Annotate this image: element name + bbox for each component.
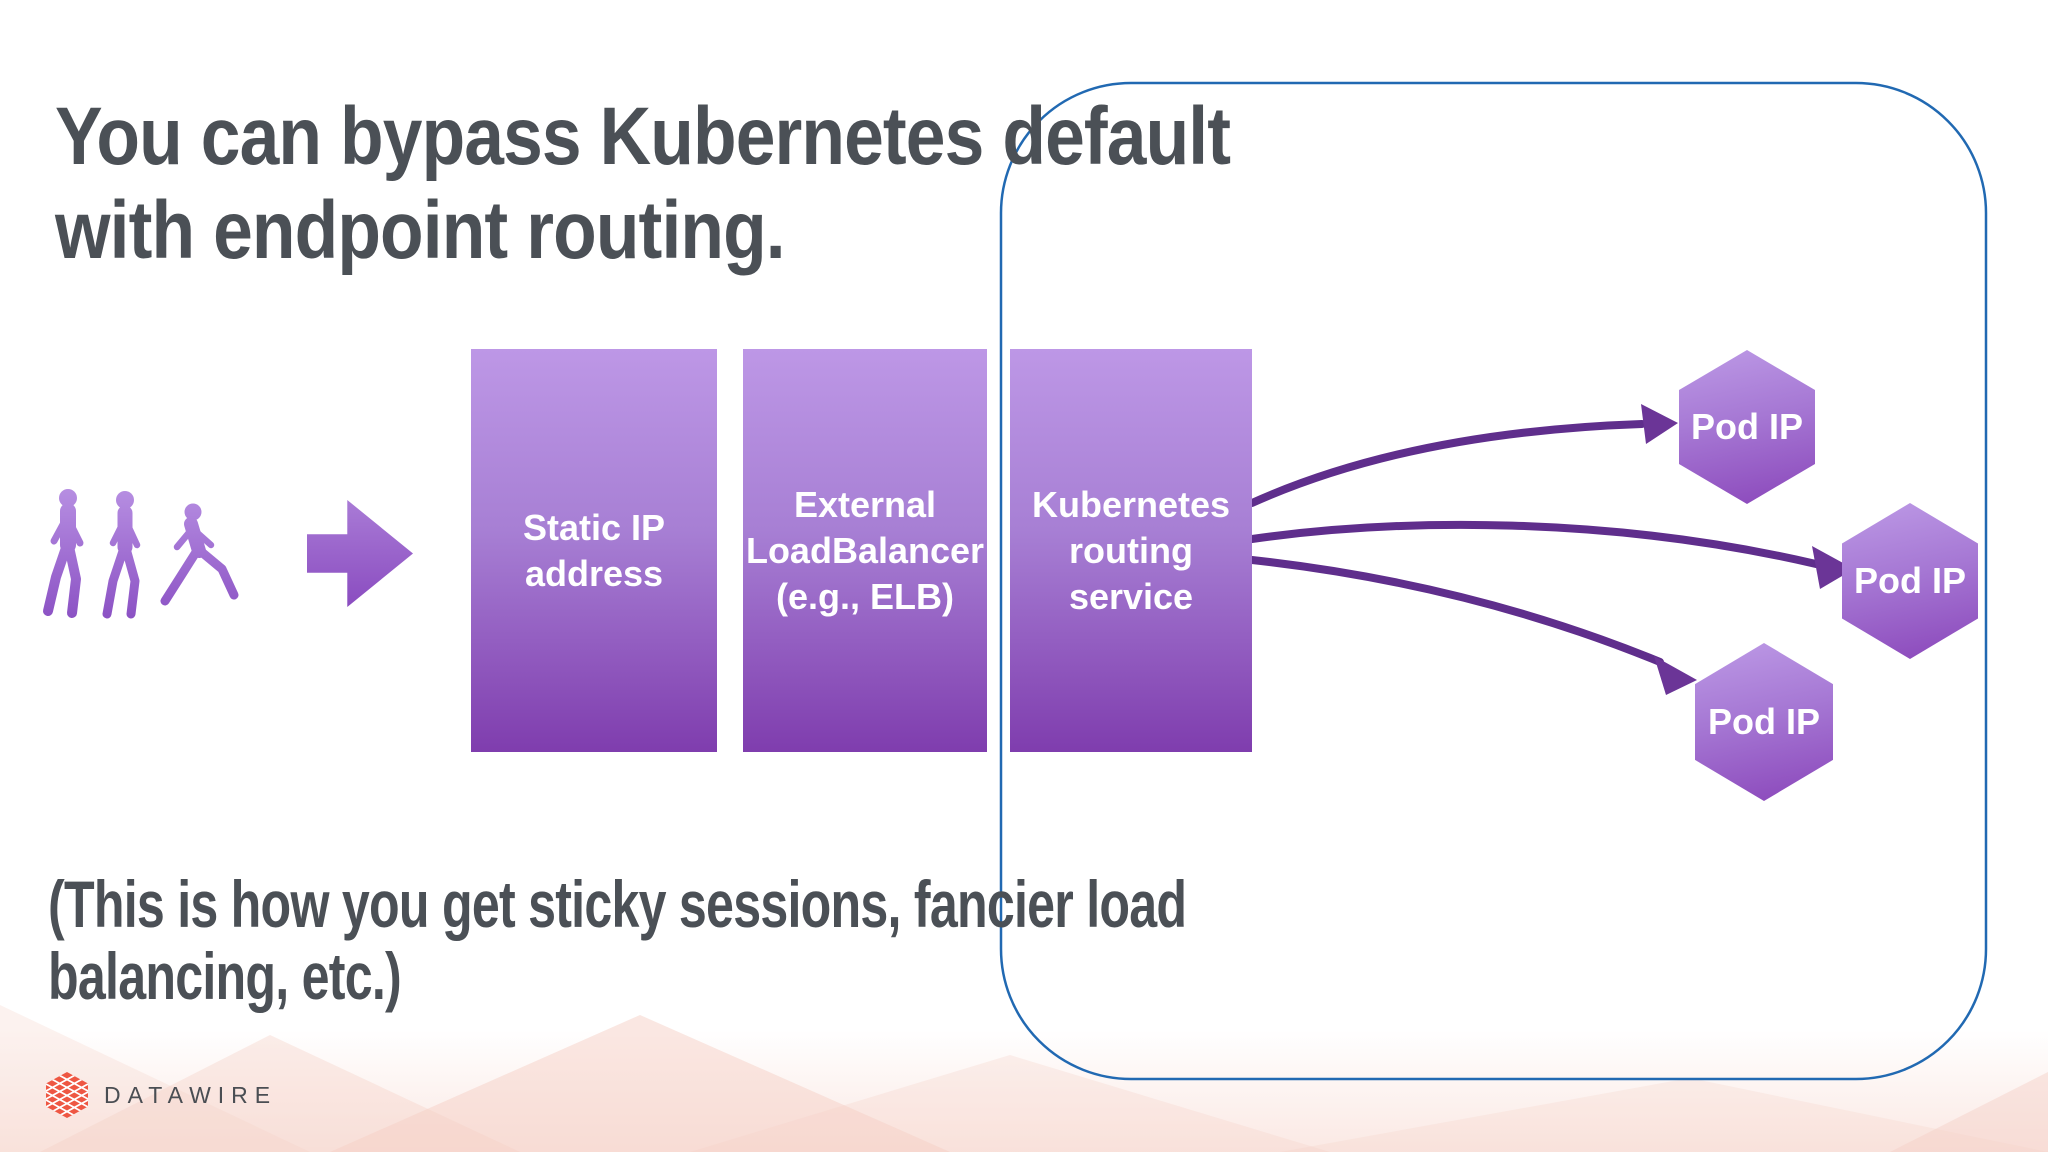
logo-wordmark: DATAWIRE <box>104 1081 278 1108</box>
arrowhead-bottom <box>1654 656 1697 695</box>
box-label-line: routing <box>1069 529 1193 571</box>
arrow-to-pod-right <box>1248 520 1820 568</box>
flow-box-external-loadbalancer: External LoadBalancer (e.g., ELB) <box>743 349 987 752</box>
highlight-region-border <box>999 81 1988 1081</box>
box-label-line: External <box>793 483 937 525</box>
slide-title: You can bypass Kubernetes default with e… <box>55 90 1231 278</box>
box-label-line: Kubernetes <box>1031 483 1231 525</box>
box-label-line: service <box>1068 575 1194 617</box>
datawire-hexagon-icon <box>46 1072 88 1118</box>
box-label-line: LoadBalancer <box>745 529 985 571</box>
arrow-to-pod-top <box>1248 420 1646 507</box>
pod-ip-label: Pod IP <box>1707 701 1820 742</box>
box-label-line: address <box>524 552 664 594</box>
arrowhead-right <box>1812 546 1854 589</box>
datawire-logo: DATAWIRE <box>46 1072 277 1118</box>
people-walking-icon <box>43 489 239 619</box>
arrow-to-pod-bottom <box>1248 556 1664 666</box>
note-line-2: balancing, etc.) <box>48 939 402 1013</box>
curved-routing-arrow-icon <box>1248 420 1820 666</box>
title-line-1: You can bypass Kubernetes default <box>55 91 1231 182</box>
pink-mountains <box>0 1005 2048 1152</box>
box-label-line: Static IP <box>522 506 666 548</box>
slide-note: (This is how you get sticky sessions, fa… <box>48 867 1187 1013</box>
flow-box-kubernetes-routing-service: Kubernetes routing service <box>1010 349 1252 752</box>
arrowheads <box>1641 404 1854 695</box>
pod-ip-label: Pod IP <box>1853 560 1966 601</box>
box-label-line: (e.g., ELB) <box>775 575 954 617</box>
title-line-2: with endpoint routing. <box>55 185 786 276</box>
note-line-1: (This is how you get sticky sessions, fa… <box>48 867 1187 941</box>
arrowhead-top <box>1641 404 1678 444</box>
pod-ip-label: Pod IP <box>1690 406 1803 447</box>
flow-box-static-ip: Static IP address <box>471 349 717 752</box>
